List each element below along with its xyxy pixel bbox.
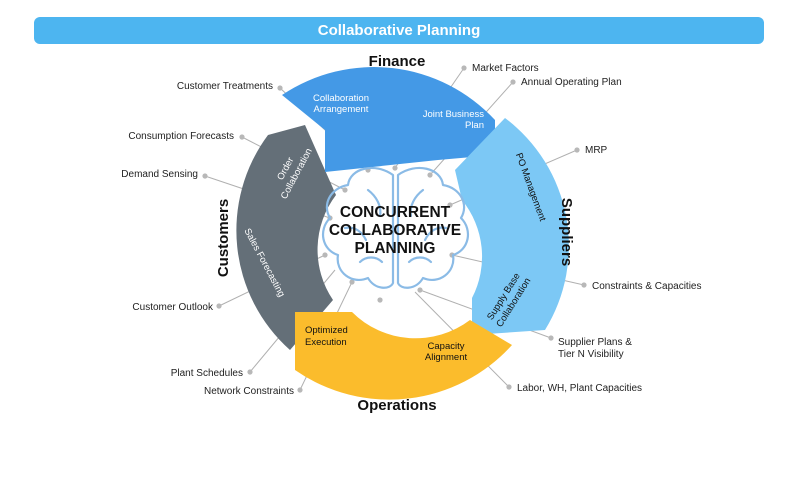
callout-customer-treatments: Customer Treatments xyxy=(177,81,273,92)
center-line-2: COLLABORATIVE xyxy=(329,222,461,239)
suppliers-title: Suppliers xyxy=(558,198,575,266)
operations-seg1-line1: Optimized xyxy=(305,325,348,336)
callout-mrp: MRP xyxy=(585,145,608,156)
callout-labor-wh: Labor, WH, Plant Capacities xyxy=(517,383,642,394)
callout-plant-schedules: Plant Schedules xyxy=(171,368,243,379)
brain-icon xyxy=(321,166,470,289)
finance-seg2-line2: Plan xyxy=(465,120,484,131)
operations-seg1-line2: Execution xyxy=(305,337,347,348)
callout-demand-sensing: Demand Sensing xyxy=(121,169,198,180)
center-line-3: PLANNING xyxy=(355,240,436,257)
finance-segment xyxy=(282,67,495,172)
callout-annual-operating-plan: Annual Operating Plan xyxy=(521,77,622,88)
operations-title: Operations xyxy=(357,397,436,414)
callout-market-factors: Market Factors xyxy=(472,63,539,74)
operations-segment xyxy=(295,312,512,400)
callout-supplier-plans-line1: Supplier Plans & xyxy=(558,337,632,348)
callout-network-constraints: Network Constraints xyxy=(204,386,294,397)
operations-seg2-line2: Alignment xyxy=(425,352,468,363)
finance-title: Finance xyxy=(369,53,426,70)
customers-title: Customers xyxy=(215,199,232,277)
finance-seg1-line1: Collaboration xyxy=(313,93,369,104)
callout-supplier-plans-line2: Tier N Visibility xyxy=(558,349,624,360)
finance-seg1-line2: Arrangement xyxy=(314,104,369,115)
page-title: Collaborative Planning xyxy=(317,22,481,39)
leader-dots xyxy=(202,65,587,393)
title-bar: Collaborative Planning xyxy=(34,17,764,44)
suppliers-segment xyxy=(455,118,569,335)
center-line-1: CONCURRENT xyxy=(340,204,451,221)
callout-constraints-capacities: Constraints & Capacities xyxy=(592,281,702,292)
callout-customer-outlook: Customer Outlook xyxy=(132,302,214,313)
customers-segment xyxy=(236,125,336,350)
finance-seg2-line1: Joint Business xyxy=(423,109,485,120)
operations-seg2-line1: Capacity xyxy=(428,341,465,352)
callout-consumption-forecasts: Consumption Forecasts xyxy=(128,131,234,142)
